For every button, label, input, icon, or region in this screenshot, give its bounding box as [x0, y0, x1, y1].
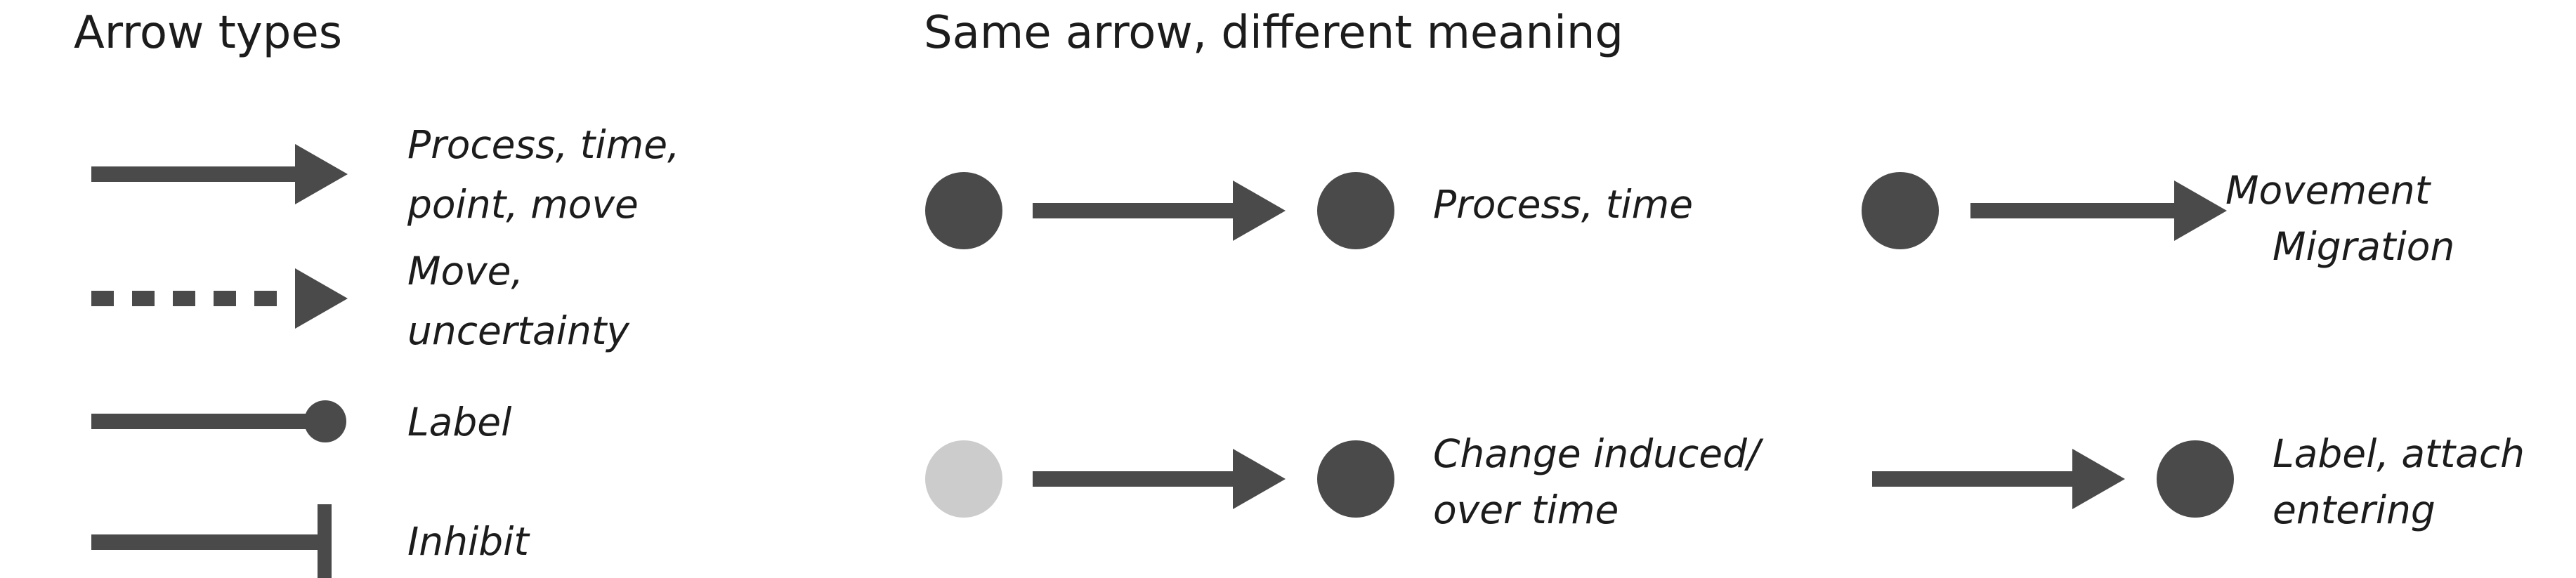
- arrow-type-label-4: Inhibit: [407, 519, 530, 564]
- inhibit-line-icon: [91, 504, 332, 578]
- solid-arrow-icon: [91, 144, 348, 204]
- arrow-types-title: Arrow types: [74, 7, 342, 59]
- example-label-2a: Movement: [2225, 168, 2432, 213]
- example-label-3b: over time: [1433, 487, 1619, 532]
- example-label-3a: Change induced/: [1433, 431, 1764, 476]
- label-attach-example: [1872, 440, 2234, 518]
- arrow-type-label-3: Label: [407, 400, 512, 445]
- change-induced-example: [925, 440, 1394, 518]
- dotted-arrow-icon: [91, 268, 348, 329]
- process-time-example: [925, 172, 1394, 249]
- movement-migration-example: [1862, 172, 2227, 249]
- example-label-4a: Label, attach: [2273, 431, 2525, 476]
- dot-end-line-icon: [91, 400, 346, 442]
- arrow-type-label-1b: point, move: [407, 182, 639, 227]
- arrow-type-label-2a: Move,: [407, 249, 523, 294]
- example-label-1: Process, time: [1433, 182, 1693, 227]
- arrow-type-label-1a: Process, time,: [407, 122, 680, 167]
- example-label-2b: Migration: [2273, 224, 2454, 269]
- same-arrow-title: Same arrow, different meaning: [924, 7, 1623, 59]
- arrow-type-label-2b: uncertainty: [407, 308, 630, 353]
- example-label-4b: entering: [2273, 487, 2436, 532]
